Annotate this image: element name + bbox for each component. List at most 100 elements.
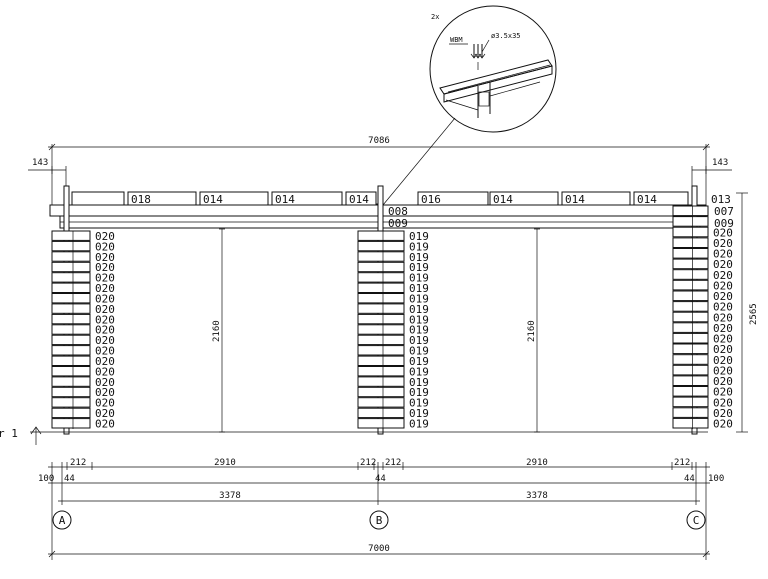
log-piece bbox=[51, 366, 91, 377]
label-right-b: 007 bbox=[714, 205, 734, 218]
log-piece bbox=[357, 418, 405, 429]
log-piece bbox=[357, 272, 405, 283]
log-label: 019 bbox=[409, 292, 429, 305]
bottom-dimensions: 212 2910 212 212 2910 212 100 44 44 44 1… bbox=[38, 458, 724, 560]
label-right-a: 013 bbox=[711, 193, 731, 206]
log-label: 020 bbox=[95, 303, 115, 316]
log-label: 020 bbox=[713, 386, 733, 399]
dim-r3-right: 3378 bbox=[526, 491, 548, 501]
bottom-width-dim: 7000 bbox=[368, 544, 390, 554]
log-piece bbox=[357, 407, 405, 419]
screw-spec: ø3.5x35 bbox=[491, 32, 521, 40]
log-label: 020 bbox=[713, 407, 733, 420]
dim-r1-c: 212 bbox=[360, 458, 376, 468]
label-mid-a: 008 bbox=[388, 205, 408, 218]
log-label: 019 bbox=[409, 261, 429, 274]
axis-c-label: C bbox=[693, 514, 700, 527]
log-piece bbox=[357, 230, 405, 241]
inner-height-right: 2160 bbox=[527, 228, 540, 433]
dim-r1-f: 212 bbox=[674, 458, 690, 468]
log-piece bbox=[51, 282, 91, 294]
log-label: 020 bbox=[713, 301, 733, 314]
log-piece bbox=[357, 397, 405, 408]
log-label: 020 bbox=[713, 290, 733, 303]
log-piece bbox=[357, 366, 405, 377]
log-label: 020 bbox=[95, 324, 115, 337]
top-beam-label: 018 bbox=[131, 193, 151, 206]
log-label: 019 bbox=[409, 376, 429, 389]
top-beam-label: 014 bbox=[275, 193, 295, 206]
inner-height-left-value: 2160 bbox=[212, 320, 222, 342]
section-marker: r 1 bbox=[0, 426, 48, 445]
log-piece bbox=[357, 324, 405, 335]
left-overhang-dim: 143 bbox=[28, 158, 67, 186]
dim-r1-b: 2910 bbox=[214, 458, 236, 468]
log-piece bbox=[672, 417, 709, 429]
label-right-c: 009 bbox=[714, 217, 734, 230]
dim-r2-edge-right: 100 bbox=[708, 474, 724, 484]
log-piece bbox=[51, 293, 91, 304]
log-label: 020 bbox=[95, 251, 115, 264]
log-label: 020 bbox=[95, 272, 115, 285]
log-label: 020 bbox=[713, 280, 733, 293]
log-piece bbox=[357, 240, 405, 252]
dim-r1-d: 212 bbox=[385, 458, 401, 468]
log-label: 020 bbox=[713, 248, 733, 261]
log-piece bbox=[357, 261, 405, 273]
log-piece bbox=[672, 279, 709, 291]
log-label: 020 bbox=[713, 311, 733, 324]
top-beam-label: 014 bbox=[349, 193, 369, 206]
fastener-brand: WBM bbox=[450, 36, 463, 44]
log-piece bbox=[357, 293, 405, 304]
top-beam bbox=[71, 191, 125, 206]
log-piece bbox=[672, 269, 709, 280]
log-label: 019 bbox=[409, 251, 429, 264]
overall-height-value: 2565 bbox=[749, 303, 759, 325]
log-label: 020 bbox=[95, 418, 115, 431]
top-beam-label: 014 bbox=[493, 193, 513, 206]
log-label: 020 bbox=[713, 237, 733, 250]
log-label: 019 bbox=[409, 407, 429, 420]
log-piece bbox=[672, 386, 709, 397]
dim-r2-edge-left: 100 bbox=[38, 474, 54, 484]
log-piece bbox=[672, 226, 709, 238]
log-label: 020 bbox=[713, 418, 733, 431]
log-piece bbox=[357, 334, 405, 346]
log-piece bbox=[672, 322, 709, 333]
log-label: 020 bbox=[95, 240, 115, 253]
log-piece bbox=[672, 354, 709, 365]
log-piece bbox=[51, 376, 91, 387]
log-label: 020 bbox=[95, 292, 115, 305]
axis-markers: A B C bbox=[52, 510, 706, 530]
log-piece bbox=[51, 313, 91, 325]
log-piece bbox=[357, 355, 405, 367]
log-piece bbox=[51, 407, 91, 419]
dim-r2-right: 44 bbox=[684, 474, 695, 484]
log-piece bbox=[51, 334, 91, 346]
log-label: 019 bbox=[409, 334, 429, 347]
axis-b-marker bbox=[369, 510, 389, 530]
label-mid-b: 009 bbox=[388, 217, 408, 230]
log-label: 020 bbox=[713, 364, 733, 377]
log-label: 020 bbox=[95, 282, 115, 295]
log-stacks: 0200200200200200200200200200200200200200… bbox=[51, 205, 733, 431]
log-label: 019 bbox=[409, 282, 429, 295]
log-label: 020 bbox=[713, 343, 733, 356]
log-piece bbox=[672, 343, 709, 355]
dim-r2-left: 44 bbox=[64, 474, 75, 484]
log-piece bbox=[51, 386, 91, 398]
log-piece bbox=[672, 332, 709, 344]
top-dimension: 7086 bbox=[48, 136, 710, 205]
log-piece bbox=[357, 282, 405, 294]
dim-r3-left: 3378 bbox=[219, 491, 241, 501]
top-beam bbox=[127, 191, 197, 206]
axis-b-label: B bbox=[376, 514, 383, 527]
top-beam bbox=[561, 191, 631, 206]
log-piece bbox=[672, 311, 709, 323]
log-label: 020 bbox=[713, 354, 733, 367]
right-overhang-value: 143 bbox=[712, 158, 728, 168]
log-piece bbox=[51, 251, 91, 262]
log-piece bbox=[51, 230, 91, 241]
